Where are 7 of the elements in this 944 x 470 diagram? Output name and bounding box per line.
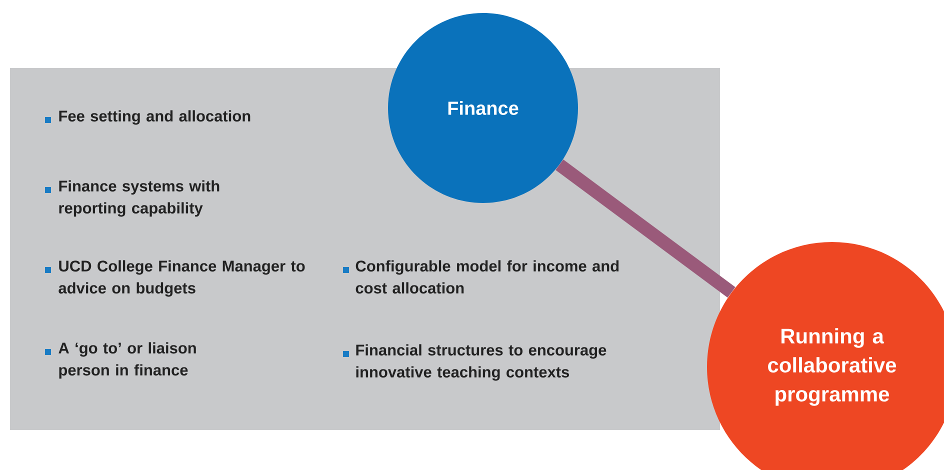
connector-line [556, 160, 736, 298]
bullet-item: Financial structures to encourage innovative teaching contexts [343, 344, 606, 381]
bullet-item: Fee setting and allocation [45, 110, 250, 125]
bullet-item: UCD College Finance Manager to advice on budgets [45, 260, 305, 297]
bullet-item: Configurable model for income and cost allocation [343, 260, 619, 294]
bullet-item: A ‘go to’ or liaison person in finance [45, 342, 196, 379]
bullet-item: Finance systems with reporting capability [45, 180, 220, 217]
